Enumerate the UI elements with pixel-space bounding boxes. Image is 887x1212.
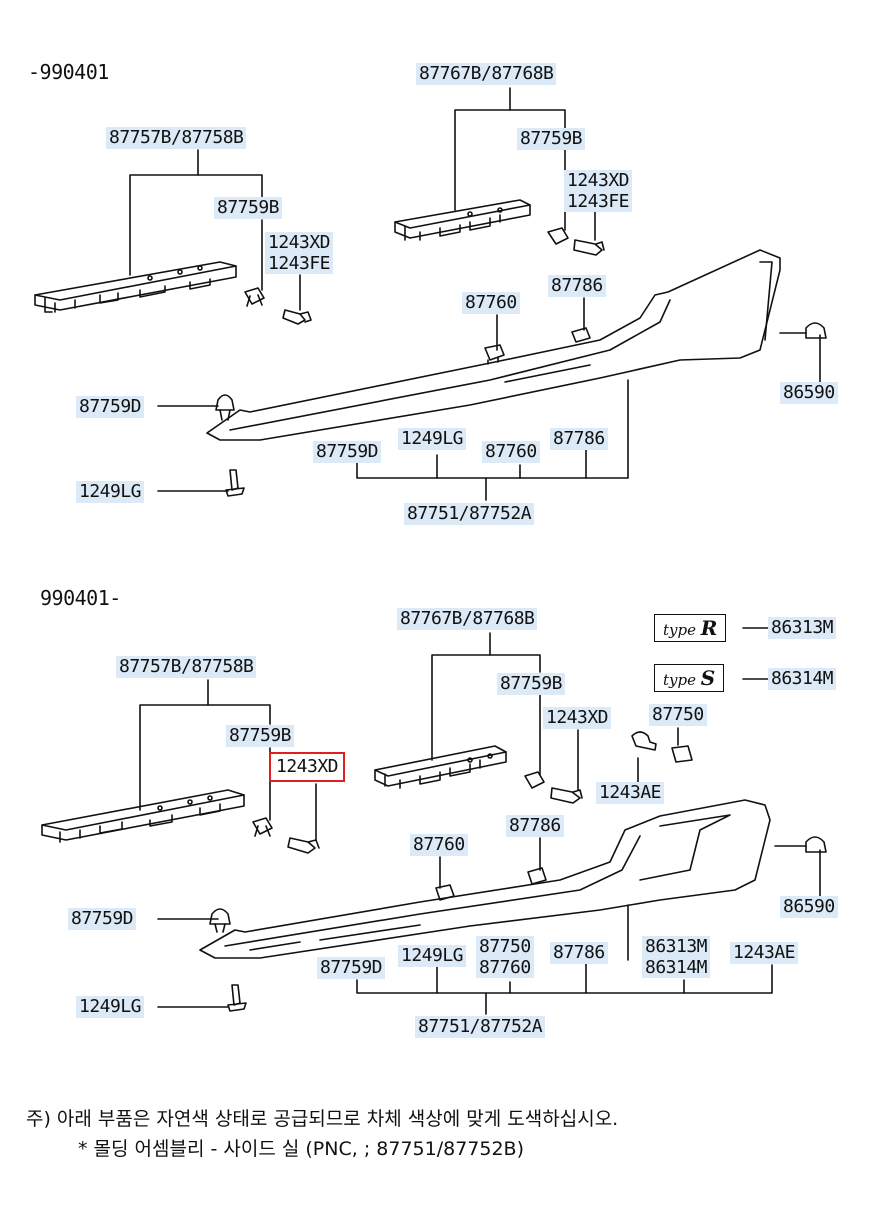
label-87759D[interactable]: 87759D (68, 908, 137, 930)
label-1249LG[interactable]: 1249LG (76, 481, 145, 503)
label-86313M-line: 86313M (645, 936, 708, 957)
top-screw-left (282, 309, 312, 325)
label-87759D[interactable]: 87759D (313, 441, 382, 463)
top-screw-1249LG (225, 469, 245, 497)
section-code-bottom: 990401- (40, 586, 121, 610)
label-1243FE-line: 1243FE (567, 191, 630, 212)
bottom-clip-right (524, 771, 545, 789)
top-clip-86590 (779, 322, 827, 339)
label-86314M-line: 86314M (645, 957, 708, 978)
emblem-letter: R (700, 616, 718, 640)
label-87786[interactable]: 87786 (550, 428, 608, 450)
label-1243XD[interactable]: 1243XD 1243FE (564, 170, 633, 212)
bottom-clip-87750 (671, 745, 693, 763)
label-1243AE[interactable]: 1243AE (730, 942, 799, 964)
label-87759B[interactable]: 87759B (497, 673, 566, 695)
emblem-letter: S (700, 666, 716, 690)
section-code-top: -990401 (28, 60, 109, 84)
label-87760[interactable]: 87760 (410, 834, 468, 856)
emblem-script: type (663, 671, 696, 689)
label-86590[interactable]: 86590 (780, 382, 838, 404)
label-87786[interactable]: 87786 (548, 275, 606, 297)
label-87751-87752A[interactable]: 87751/87752A (415, 1016, 546, 1038)
label-86313M-86314M[interactable]: 86313M 86314M (642, 936, 711, 978)
bottom-leader-lines (139, 627, 821, 1015)
label-87760[interactable]: 87760 (462, 292, 520, 314)
label-86590[interactable]: 86590 (780, 896, 838, 918)
label-87750-87760[interactable]: 87750 87760 (476, 936, 534, 978)
label-1243XD-line: 1243XD (268, 232, 331, 253)
top-right-bracket (394, 199, 531, 241)
bottom-screw-1243AE (631, 731, 657, 751)
label-87751-87752A[interactable]: 87751/87752A (404, 503, 535, 525)
label-87759D[interactable]: 87759D (317, 957, 386, 979)
label-86314M[interactable]: 86314M (768, 668, 837, 690)
label-87750[interactable]: 87750 (649, 704, 707, 726)
label-1249LG[interactable]: 1249LG (398, 945, 467, 967)
label-87786[interactable]: 87786 (550, 942, 608, 964)
bottom-clip-87786 (527, 867, 547, 885)
label-87759B[interactable]: 87759B (517, 128, 586, 150)
label-87759B[interactable]: 87759B (226, 725, 295, 747)
label-87786[interactable]: 87786 (506, 815, 564, 837)
bottom-clip-87759D (209, 908, 231, 933)
label-87767B-87768B[interactable]: 87767B/87768B (397, 608, 538, 630)
label-1249LG[interactable]: 1249LG (76, 996, 145, 1018)
label-1243FE-line: 1243FE (268, 253, 331, 274)
top-side-sill (206, 249, 781, 441)
label-87759B[interactable]: 87759B (214, 197, 283, 219)
label-1243XD[interactable]: 1243XD (543, 707, 612, 729)
label-87750-line: 87750 (479, 936, 531, 957)
label-86313M[interactable]: 86313M (768, 617, 837, 639)
label-1243XD-highlighted[interactable]: 1243XD (268, 752, 346, 782)
bottom-left-bracket (41, 789, 245, 843)
label-87767B-87768B[interactable]: 87767B/87768B (416, 63, 557, 85)
note-line-2: * 몰딩 어셈블리 - 사이드 실 (PNC, ; 87751/87752B) (78, 1138, 524, 1160)
top-leader-lines (129, 87, 821, 501)
label-1243AE[interactable]: 1243AE (596, 782, 665, 804)
bottom-screw-1249LG (227, 984, 247, 1012)
bottom-screw-left (287, 837, 320, 854)
top-screw-right (573, 239, 605, 256)
bottom-right-bracket (374, 745, 507, 789)
top-left-bracket (34, 261, 237, 313)
label-87760-line: 87760 (479, 957, 531, 978)
bottom-clip-86590 (774, 836, 827, 853)
emblem-type-r: type R (654, 614, 727, 642)
bottom-side-sill (199, 799, 771, 959)
note-line-1: 주) 아래 부품은 자연색 상태로 공급되므로 차체 색상에 맞게 도색하십시오… (26, 1108, 619, 1130)
label-1243XD-line: 1243XD (567, 170, 630, 191)
top-clip-left (244, 287, 265, 307)
label-87757B-87758B[interactable]: 87757B/87758B (106, 127, 247, 149)
label-87757B-87758B[interactable]: 87757B/87758B (116, 656, 257, 678)
label-1243XD[interactable]: 1243XD 1243FE (265, 232, 334, 274)
top-clip-87786 (571, 327, 591, 343)
emblem-type-s: type S (654, 664, 725, 692)
bottom-screw-right (550, 787, 583, 804)
bottom-clip-left (252, 817, 273, 837)
label-87759D[interactable]: 87759D (76, 396, 145, 418)
label-1249LG[interactable]: 1249LG (398, 428, 467, 450)
top-clip-right (547, 227, 569, 245)
label-87760[interactable]: 87760 (482, 441, 540, 463)
emblem-script: type (663, 621, 696, 639)
